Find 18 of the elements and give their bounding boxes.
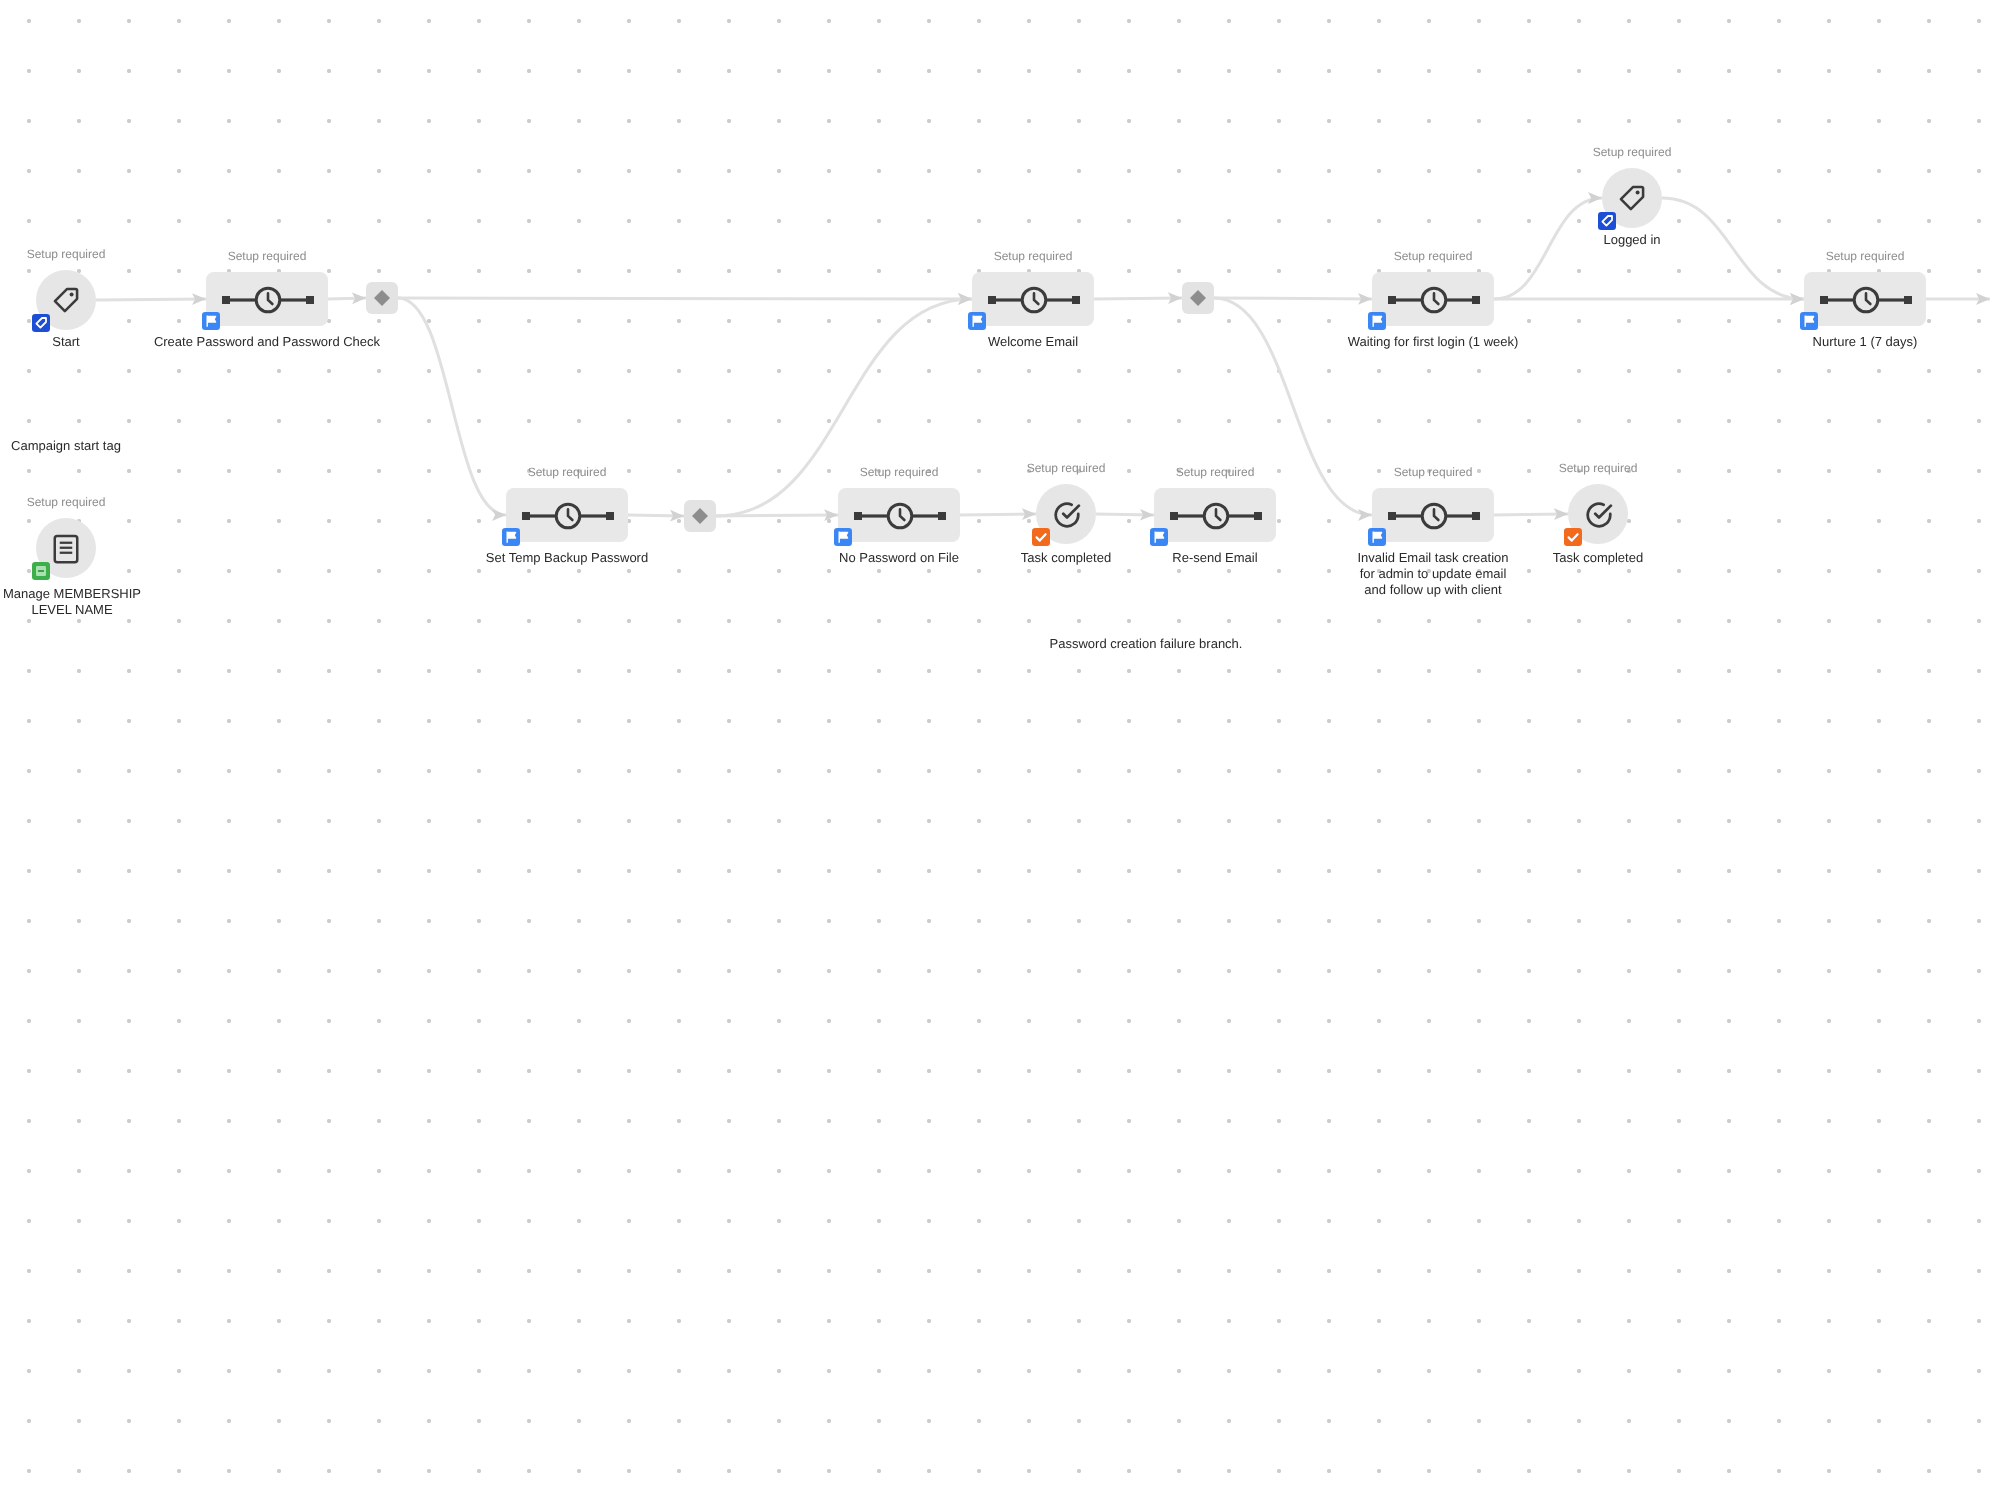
arrow bbox=[1493, 508, 1569, 521]
arrow bbox=[96, 293, 206, 305]
arrow bbox=[627, 509, 685, 522]
arrow bbox=[716, 509, 838, 521]
arrow bbox=[1494, 293, 1804, 305]
arrow bbox=[398, 293, 972, 305]
arrow bbox=[959, 508, 1037, 521]
arrow bbox=[1213, 296, 1373, 518]
decision-gate bbox=[684, 500, 716, 532]
arrow bbox=[327, 292, 367, 305]
decision-gate bbox=[1182, 282, 1214, 314]
decision-gate bbox=[366, 282, 398, 314]
arrow bbox=[1661, 196, 1805, 304]
arrow bbox=[1926, 293, 1990, 305]
arrow bbox=[1493, 194, 1603, 301]
arrow bbox=[397, 296, 507, 517]
arrow bbox=[1094, 292, 1182, 305]
arrow bbox=[1095, 508, 1155, 521]
